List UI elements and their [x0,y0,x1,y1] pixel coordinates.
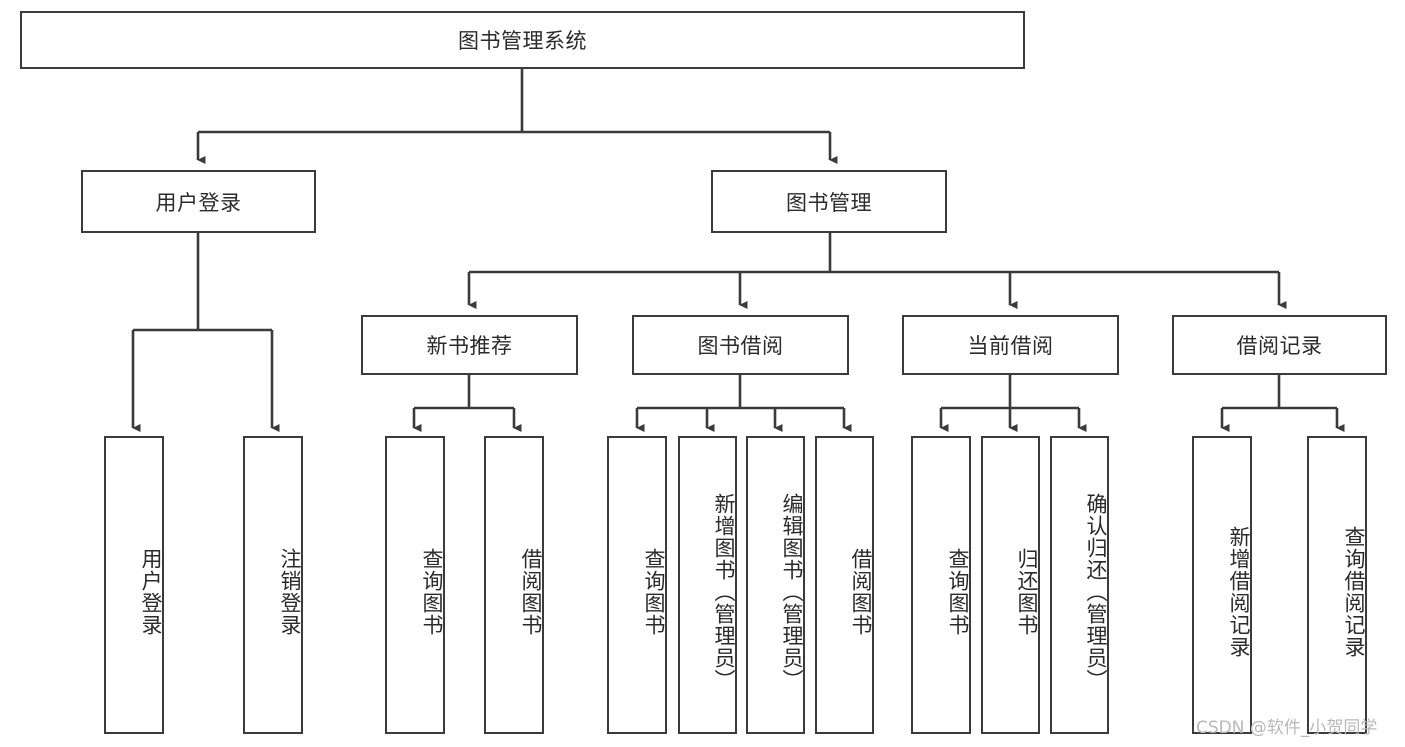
node-borrow-record[interactable]: 借阅记录 [1172,315,1387,375]
node-root-book-management-system[interactable]: 图书管理系统 [20,11,1025,69]
node-leaf-confirm-return-admin[interactable]: 确认归还（管理员） [1050,436,1109,734]
node-label: 注销登录 [278,548,302,636]
node-label: 查询图书 [420,548,444,636]
node-label: 确认归还（管理员） [1084,493,1108,691]
node-label: 当前借阅 [967,334,1054,358]
node-leaf-user-login[interactable]: 用户登录 [104,436,164,734]
node-label: 用户登录 [155,190,242,215]
node-new-book-recommend[interactable]: 新书推荐 [361,315,578,375]
node-leaf-query-borrow-record[interactable]: 查询借阅记录 [1307,436,1367,734]
node-leaf-logout-login[interactable]: 注销登录 [243,436,303,734]
node-book-management[interactable]: 图书管理 [711,170,947,233]
node-leaf-borrow-book[interactable]: 借阅图书 [815,436,874,734]
node-label: 借阅图书 [519,548,543,636]
node-label: 新书推荐 [426,334,513,358]
node-label: 查询图书 [642,548,666,636]
node-label: 编辑图书（管理员） [780,493,804,691]
node-label: 借阅图书 [849,548,873,636]
node-label: 查询借阅记录 [1342,526,1366,658]
node-leaf-return-book[interactable]: 归还图书 [981,436,1040,734]
node-label: 新增借阅记录 [1227,526,1251,658]
node-label: 查询图书 [946,548,970,636]
node-leaf-query-book-current[interactable]: 查询图书 [911,436,971,734]
node-leaf-query-book-recommend[interactable]: 查询图书 [385,436,445,734]
node-leaf-add-borrow-record[interactable]: 新增借阅记录 [1192,436,1252,734]
node-leaf-edit-book-admin[interactable]: 编辑图书（管理员） [746,436,805,734]
node-label: 新增图书（管理员） [712,493,736,691]
node-label: 图书管理系统 [458,29,587,53]
node-label: 归还图书 [1015,548,1039,636]
node-leaf-query-book-borrow[interactable]: 查询图书 [607,436,667,734]
node-user-login[interactable]: 用户登录 [81,170,316,233]
node-book-borrow[interactable]: 图书借阅 [632,315,849,375]
node-current-borrow[interactable]: 当前借阅 [902,315,1119,375]
node-label: 用户登录 [139,548,163,636]
node-leaf-borrow-book-recommend[interactable]: 借阅图书 [484,436,544,734]
node-label: 图书借阅 [697,334,784,358]
node-label: 图书管理 [786,190,872,215]
node-label: 借阅记录 [1236,334,1323,358]
watermark-text: CSDN @软件_小贺同学 [1196,718,1378,738]
node-leaf-add-book-admin[interactable]: 新增图书（管理员） [678,436,737,734]
